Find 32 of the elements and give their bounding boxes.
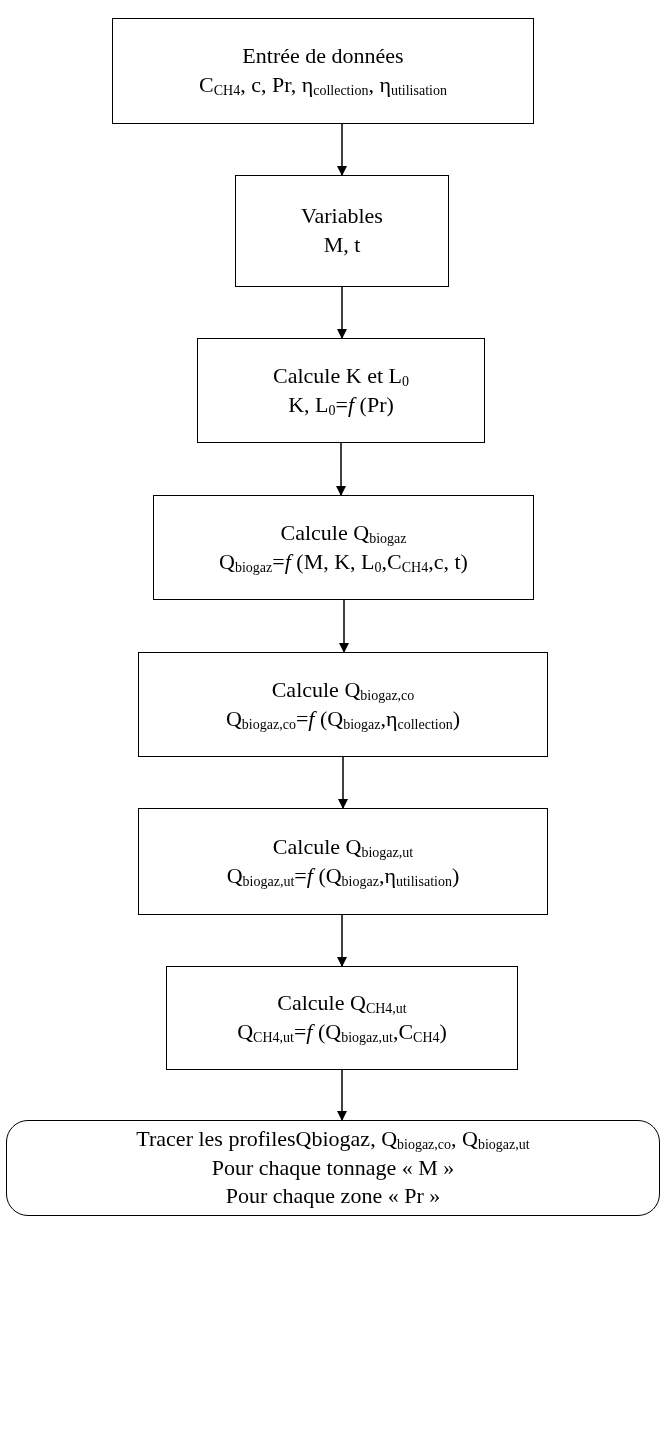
node-text: Pour chaque zone « Pr »: [225, 1182, 441, 1211]
arrow: [337, 286, 347, 339]
node-text: C$_{CH4}$, c, Pr, η$_{collection}$, η$_{utilisation}$: [199, 71, 447, 100]
arrow: [337, 123, 347, 176]
arrow: [337, 1069, 347, 1121]
process-box: [138, 652, 548, 757]
process-box: [112, 18, 534, 124]
node-text: Q$_{CH4,ut}$=f (Q$_{biogaz,ut}$,C$_{CH4}$): [237, 1018, 447, 1047]
node-heading: Calcule Q$_{CH4,ut}$: [277, 989, 407, 1018]
process-box: [166, 966, 518, 1070]
arrow: [339, 599, 349, 653]
arrow: [337, 914, 347, 967]
arrow: [338, 756, 348, 809]
node-heading: Calcule K et L$_{0}$: [273, 361, 409, 391]
terminal-box: [6, 1120, 660, 1216]
node-heading: Tracer les profilesQbiogaz, Q$_{biogaz,co}$, Q$_{biogaz,ut}$: [136, 1125, 530, 1154]
node-text: Q$_{biogaz,co}$=f (Q$_{biogaz}$,η$_{collection}$): [225, 704, 461, 734]
arrow: [336, 442, 346, 496]
node-text: M, t: [323, 231, 361, 259]
node-heading: Calcule Q$_{biogaz}$: [280, 518, 407, 548]
node-heading: Calcule Q$_{biogaz,co}$: [271, 675, 415, 705]
process-box: [138, 808, 548, 915]
node-text: Q$_{biogaz}$=f (M, K, L$_{0}$,C$_{CH4}$,c, t): [219, 547, 468, 577]
node-text: Q$_{biogaz,ut}$=f (Q$_{biogaz}$,η$_{utilisation}$): [226, 861, 460, 891]
node-heading: Entrée de données: [242, 42, 404, 71]
process-box: [197, 338, 485, 443]
node-heading: Calcule Q$_{biogaz,ut}$: [272, 832, 414, 862]
node-heading: Variables: [301, 202, 383, 231]
process-box: [235, 175, 449, 287]
node-text: Pour chaque tonnage « M »: [211, 1153, 455, 1182]
process-box: [153, 495, 534, 600]
node-text: K, L$_{0}$=f (Pr): [288, 390, 394, 420]
